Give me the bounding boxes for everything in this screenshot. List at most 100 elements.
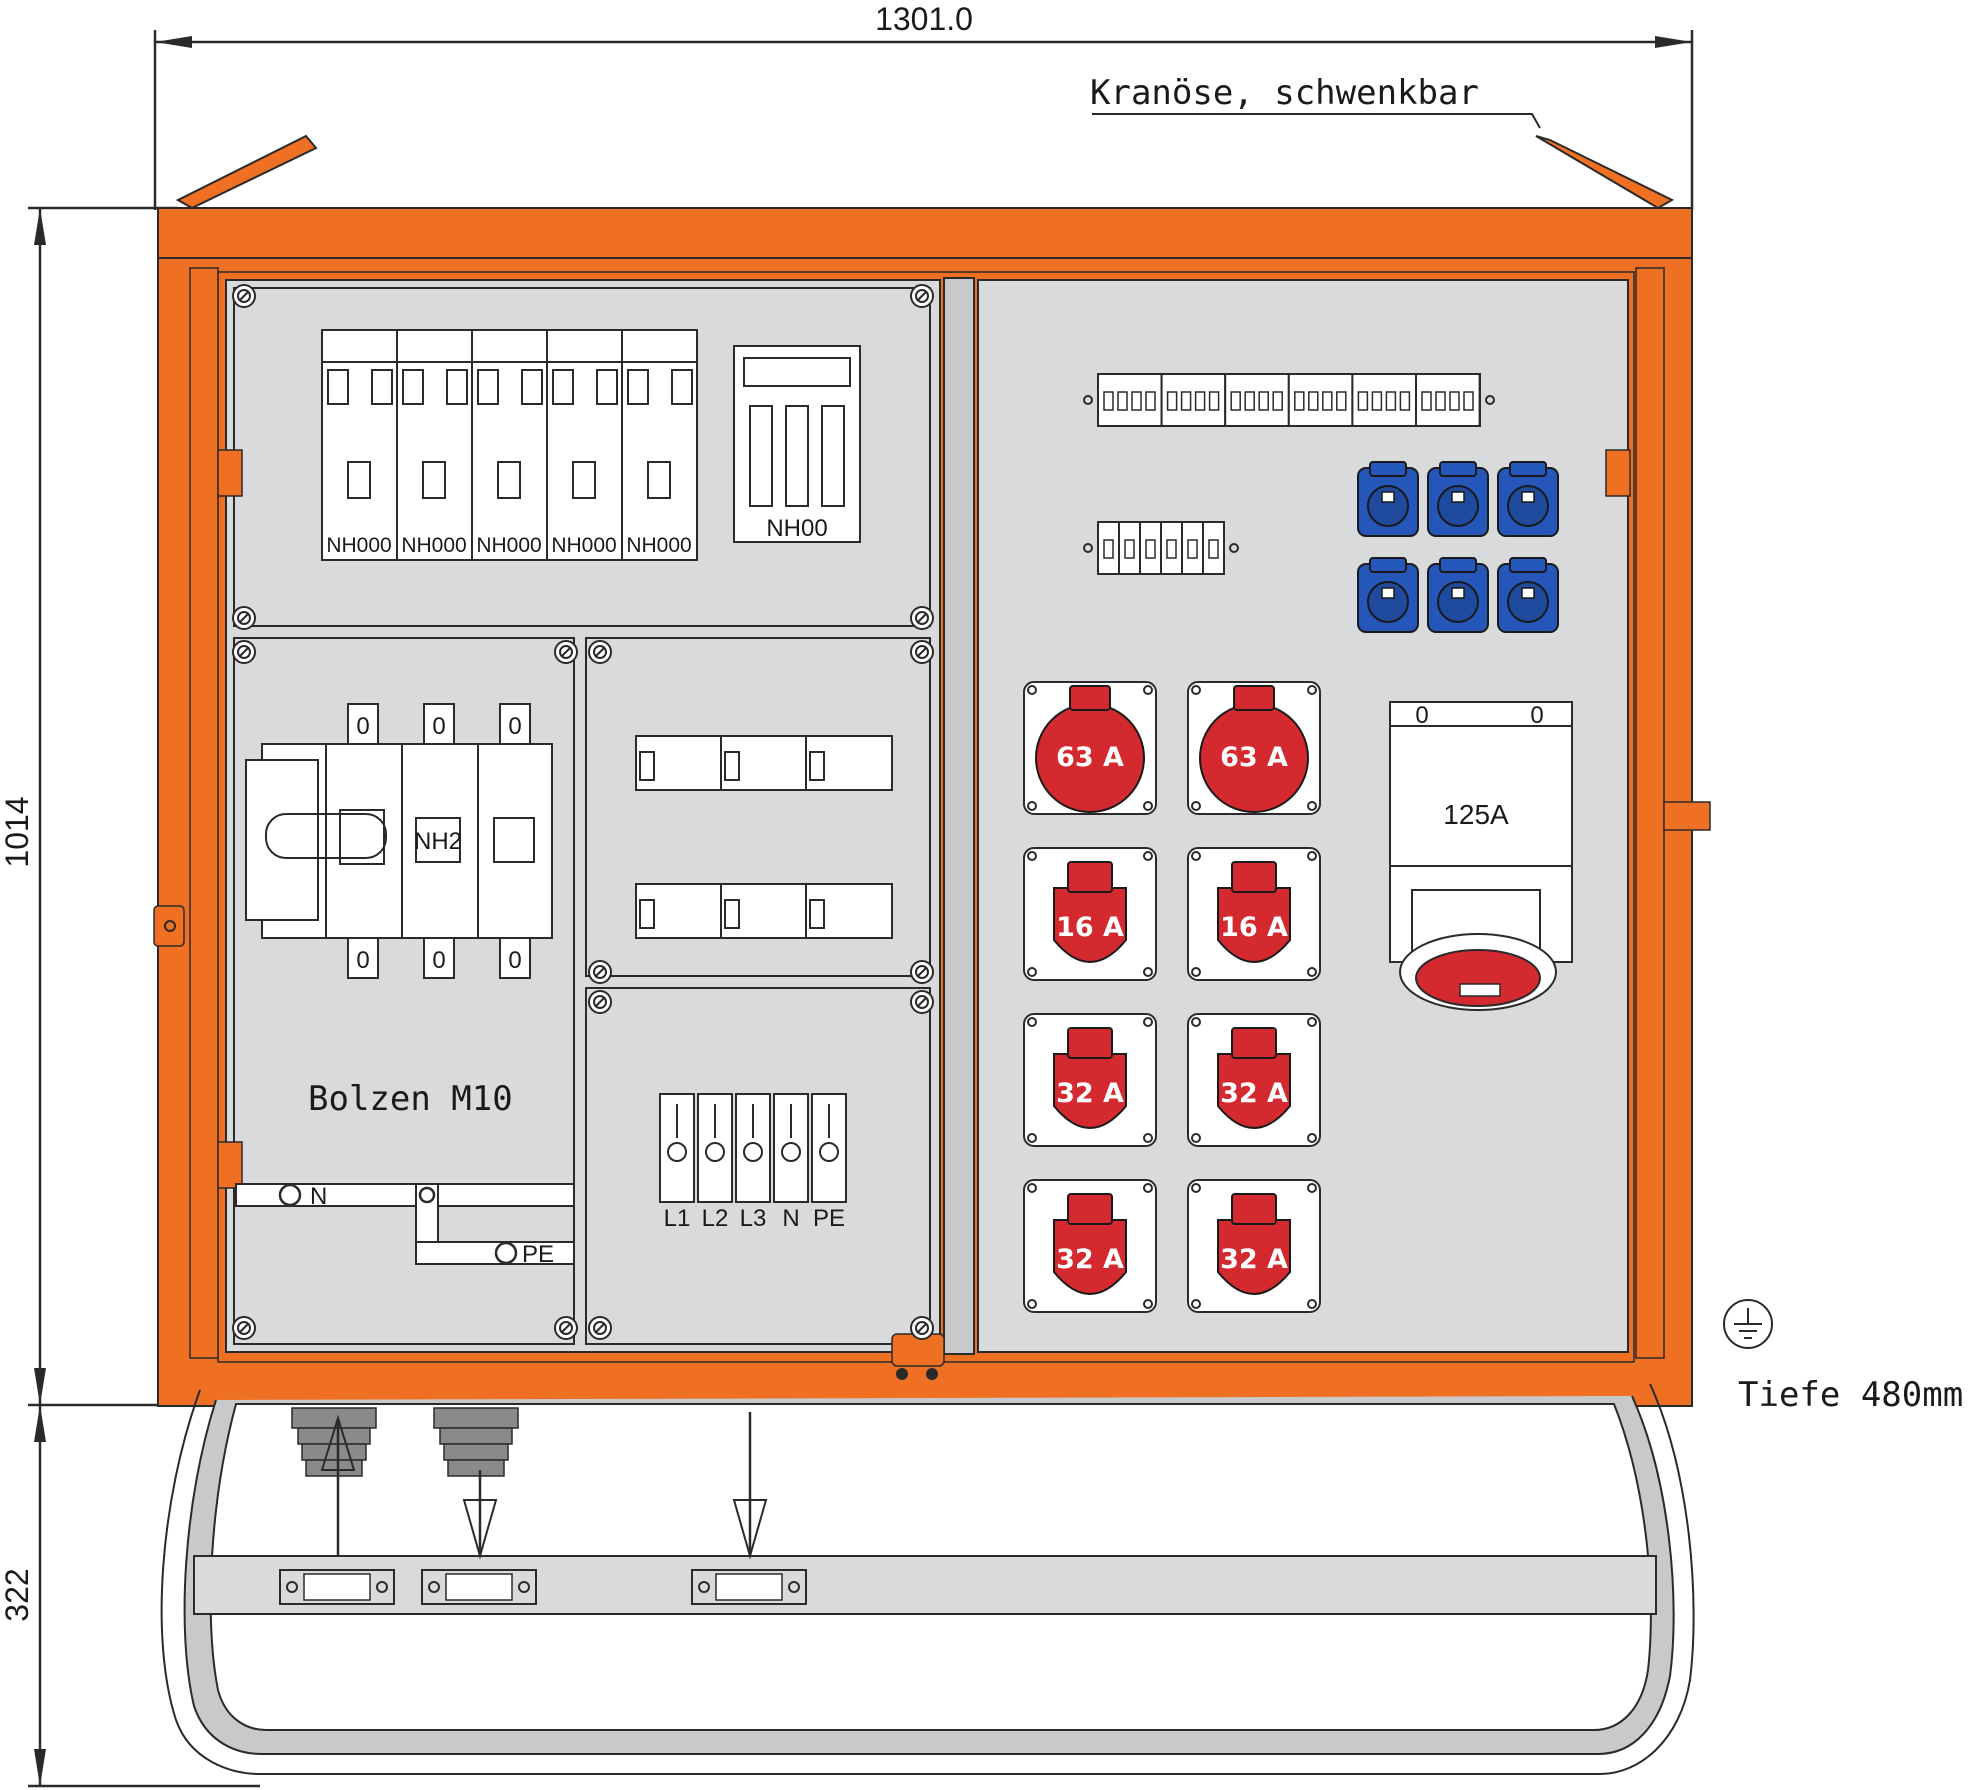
cee-socket: 63 A bbox=[1187, 681, 1321, 815]
dimension-height-cabinet: 1014 bbox=[0, 206, 178, 1407]
mcb-unit bbox=[1139, 521, 1162, 575]
dimension-width: 1301.0 bbox=[153, 1, 1694, 210]
bolt-label: Bolzen M10 bbox=[308, 1079, 513, 1119]
center-divider bbox=[943, 277, 975, 1355]
nh000-label: NH000 bbox=[476, 534, 541, 557]
cee-socket-rating: 32 A bbox=[1056, 1244, 1124, 1275]
nh00-label: NH00 bbox=[766, 515, 827, 542]
main-switch-label: NH2 bbox=[414, 828, 462, 855]
cee-socket: 16 A bbox=[1187, 847, 1321, 981]
large-socket-mark-1: 0 bbox=[1415, 702, 1428, 729]
cee-socket: 63 A bbox=[1023, 681, 1157, 815]
terminal-unit: PE bbox=[811, 1093, 847, 1232]
rcd-unit bbox=[1415, 373, 1481, 427]
height-dimension-text: 1014 bbox=[0, 796, 35, 867]
schuko-socket bbox=[1427, 557, 1489, 633]
base-height-dimension-text: 322 bbox=[0, 1568, 35, 1621]
screw bbox=[232, 1316, 256, 1340]
cee-socket-rating: 32 A bbox=[1220, 1244, 1288, 1275]
cee-socket-rating: 32 A bbox=[1220, 1078, 1288, 1109]
nh000-fuse-unit: NH000 bbox=[471, 329, 548, 561]
screw bbox=[910, 640, 934, 664]
mcb-unit bbox=[1202, 521, 1225, 575]
nh000-fuse-unit: NH000 bbox=[621, 329, 698, 561]
switch-terminal-top-3: 0 bbox=[508, 713, 521, 740]
schuko-socket bbox=[1357, 557, 1419, 633]
crane-eye-callout: Kranöse, schwenkbar bbox=[1090, 73, 1541, 129]
terminal-unit: N bbox=[773, 1093, 809, 1232]
switch-terminal-bottom-2: 0 bbox=[432, 947, 445, 974]
terminal-label: L1 bbox=[664, 1205, 691, 1232]
screw bbox=[588, 960, 612, 984]
cee-socket-grid: 63 A 63 A 16 A 16 A 32 A 32 A 32 A 32 A bbox=[1023, 681, 1321, 1313]
rcd-unit bbox=[1097, 373, 1163, 427]
crane-eye-right bbox=[1535, 135, 1675, 210]
screw bbox=[910, 284, 934, 308]
nh000-label: NH000 bbox=[551, 534, 616, 557]
cee-socket: 32 A bbox=[1187, 1179, 1321, 1313]
screw bbox=[910, 1316, 934, 1340]
screw bbox=[910, 960, 934, 984]
schuko-socket bbox=[1497, 461, 1559, 537]
screw bbox=[910, 606, 934, 630]
nh000-fuse-block: NH000 NH000 NH000 NH000 NH000 bbox=[321, 329, 698, 561]
nh000-label: NH000 bbox=[626, 534, 691, 557]
rcd-unit bbox=[1160, 373, 1227, 427]
bus-pe-label: PE bbox=[522, 1241, 554, 1268]
nh000-label: NH000 bbox=[326, 534, 391, 557]
mcb-row-lower bbox=[635, 883, 893, 939]
cee-socket-rating: 32 A bbox=[1056, 1078, 1124, 1109]
screw bbox=[554, 640, 578, 664]
rcd-unit bbox=[1351, 373, 1418, 427]
switch-terminal-top-2: 0 bbox=[432, 713, 445, 740]
screw bbox=[910, 990, 934, 1014]
screw bbox=[588, 640, 612, 664]
cee-socket-rating: 63 A bbox=[1056, 742, 1124, 773]
terminal-label: L2 bbox=[702, 1205, 729, 1232]
schuko-socket bbox=[1357, 461, 1419, 537]
terminal-label: N bbox=[782, 1205, 799, 1232]
terminal-unit: L3 bbox=[735, 1093, 771, 1232]
screw bbox=[554, 1316, 578, 1340]
terminal-label: PE bbox=[813, 1205, 845, 1232]
large-cee-socket: 0 0 125A bbox=[1389, 701, 1573, 1011]
screw bbox=[232, 640, 256, 664]
cee-socket-rating: 16 A bbox=[1220, 912, 1288, 943]
depth-label: Tiefe 480mm bbox=[1738, 1375, 1963, 1415]
screw bbox=[232, 606, 256, 630]
switch-terminal-bottom-3: 0 bbox=[508, 947, 521, 974]
cable-gland-1 bbox=[291, 1407, 377, 1477]
cee-socket-rating: 16 A bbox=[1056, 912, 1124, 943]
schuko-socket bbox=[1497, 557, 1559, 633]
nh000-fuse-unit: NH000 bbox=[321, 329, 398, 561]
door-hinges bbox=[153, 449, 1711, 1189]
schuko-socket bbox=[1427, 461, 1489, 537]
rcd-module-row bbox=[1083, 373, 1495, 427]
cee-socket-rating: 63 A bbox=[1220, 742, 1288, 773]
nh00-fuse-base: NH00 bbox=[733, 345, 861, 543]
width-dimension-text: 1301.0 bbox=[875, 1, 973, 37]
nh000-label: NH000 bbox=[401, 534, 466, 557]
mcb-unit bbox=[1160, 521, 1183, 575]
terminal-unit: L2 bbox=[697, 1093, 733, 1232]
mcb-unit bbox=[1118, 521, 1141, 575]
terminal-unit: L1 bbox=[659, 1093, 695, 1232]
screw bbox=[232, 284, 256, 308]
crane-eye-label: Kranöse, schwenkbar bbox=[1090, 73, 1479, 113]
nh000-fuse-unit: NH000 bbox=[546, 329, 623, 561]
earth-symbol bbox=[1723, 1299, 1773, 1349]
cable-gland-2 bbox=[433, 1407, 519, 1477]
base-frame bbox=[160, 1383, 1695, 1775]
cee-socket: 32 A bbox=[1187, 1013, 1321, 1147]
cee-socket: 16 A bbox=[1023, 847, 1157, 981]
mcb-unit bbox=[1097, 521, 1120, 575]
cee-socket: 32 A bbox=[1023, 1013, 1157, 1147]
switch-terminal-bottom-1: 0 bbox=[356, 947, 369, 974]
screw bbox=[588, 990, 612, 1014]
strain-relief-clamps bbox=[279, 1569, 807, 1605]
switch-terminal-top-1: 0 bbox=[356, 713, 369, 740]
crane-eye-left bbox=[175, 134, 318, 210]
busbars: N PE bbox=[235, 1183, 575, 1268]
